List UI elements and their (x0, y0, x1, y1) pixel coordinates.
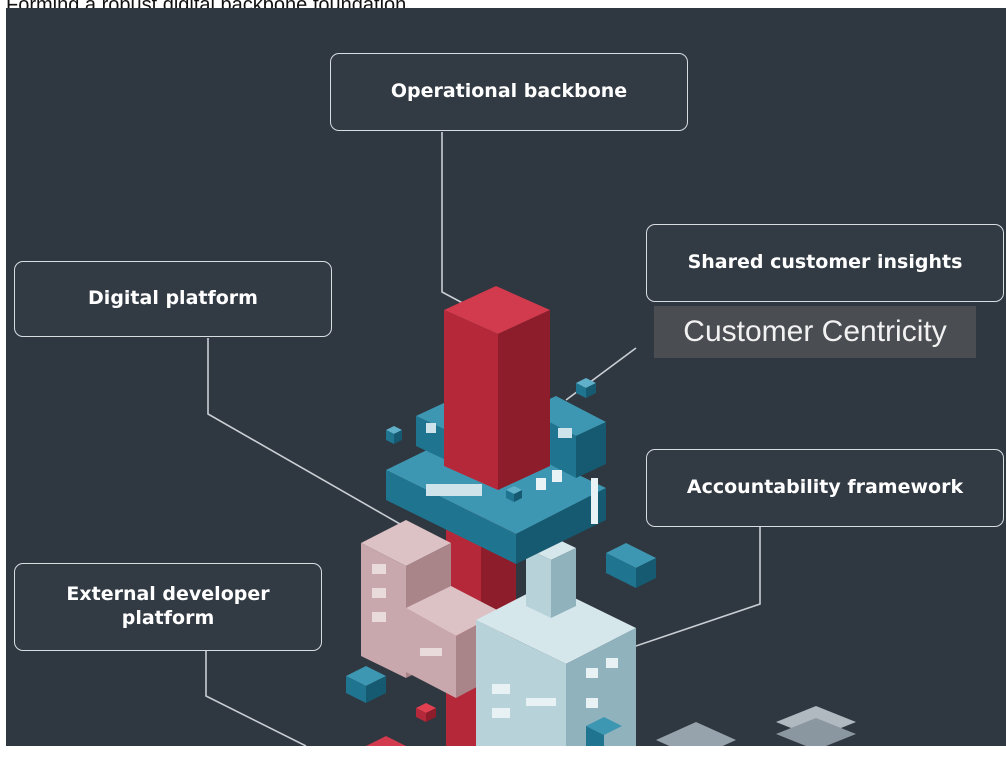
connector-accountability-framework (629, 526, 761, 649)
red-tower (444, 286, 550, 490)
shared-customer-insights-label: Shared customer insights (646, 224, 1004, 302)
digital-platform-label: Digital platform (14, 261, 332, 337)
floating-cubes (346, 378, 656, 746)
connector-digital-platform (207, 338, 401, 525)
connector-external-developer-platform (205, 650, 307, 746)
operational-backbone-label: Operational backbone (330, 53, 688, 131)
connector-operational-backbone (441, 132, 473, 309)
light-blue-block (476, 536, 636, 746)
translucent-plates (656, 706, 856, 746)
customer-centricity-overlay: Customer Centricity (654, 306, 976, 358)
diagram-graphic (205, 132, 856, 746)
accountability-framework-label: Accountability framework (646, 449, 1004, 527)
external-developer-platform-label: External developer platform (14, 563, 322, 651)
diagram-canvas: Operational backbone Shared customer ins… (6, 8, 1006, 746)
bottom-border (0, 746, 1006, 758)
